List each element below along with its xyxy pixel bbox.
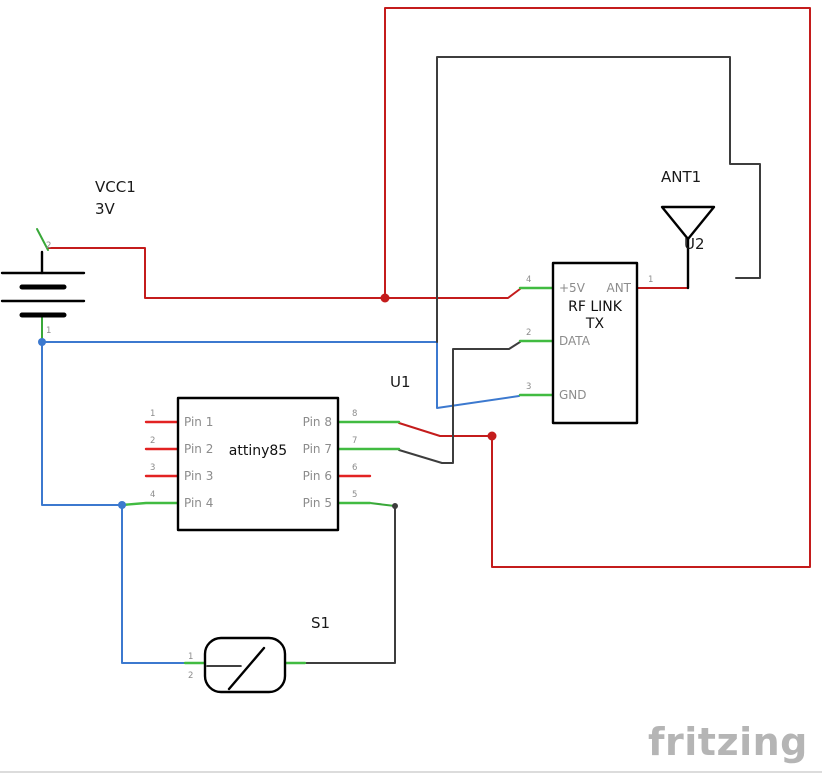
u1-designator: U1 <box>390 373 411 391</box>
u1-pin4-leg[interactable] <box>120 501 180 507</box>
s1-pin2-num: 2 <box>188 671 193 681</box>
wire-pin5-to-switch[interactable] <box>304 505 396 664</box>
antenna-designator: ANT1 <box>661 168 701 186</box>
u2-title-line2: TX <box>585 316 605 332</box>
u2-gnd-num: 3 <box>526 382 531 392</box>
antenna-triangle <box>660 205 716 241</box>
junction-dot-battery <box>38 338 46 346</box>
u1-pin3-num: 3 <box>150 463 155 473</box>
u1-pin7-label: Pin 7 <box>303 442 332 456</box>
u1-pin5-num: 5 <box>352 490 357 500</box>
battery-designator: VCC1 <box>95 178 136 196</box>
u2-5v-label: +5V <box>559 281 586 295</box>
junction-dot-pin4 <box>118 501 126 509</box>
battery-symbol[interactable] <box>0 250 86 318</box>
wire-vcc-loop-to-pin8[interactable] <box>384 7 811 568</box>
battery-voltage: 3V <box>95 200 116 218</box>
u2-data-label: DATA <box>559 334 591 348</box>
u1-pin2-num: 2 <box>150 436 155 446</box>
rflink-body[interactable] <box>551 261 639 425</box>
switch-body <box>203 636 287 694</box>
u1-pin1-num: 1 <box>150 409 155 419</box>
battery-pin-top-num: 2 <box>46 241 51 251</box>
u1-pin1-label: Pin 1 <box>184 415 213 429</box>
attiny85-body[interactable] <box>176 396 340 532</box>
wire-gnd-battery-to-rf[interactable] <box>41 341 520 409</box>
fritzing-watermark: fritzing <box>648 720 808 764</box>
u2-5v-num: 4 <box>526 275 531 285</box>
u1-pin8-num: 8 <box>352 409 357 419</box>
switch-designator: S1 <box>311 614 330 632</box>
u1-pin8-label: Pin 8 <box>303 415 332 429</box>
u1-pin4-label: Pin 4 <box>184 496 213 510</box>
antenna-symbol[interactable] <box>660 205 716 290</box>
u1-pin3-label: Pin 3 <box>184 469 213 483</box>
u1-pin4-num: 4 <box>150 490 155 500</box>
u2-data-num: 2 <box>526 328 531 338</box>
junction-dot-vcc <box>380 293 390 303</box>
wire-battery-top-leg[interactable] <box>36 228 49 251</box>
u2-gnd-label: GND <box>559 388 587 402</box>
u1-pin6-num: 6 <box>352 463 357 473</box>
u1-pin6-label: Pin 6 <box>303 469 332 483</box>
bend-dot-pin5 <box>392 503 398 509</box>
u2-ant-label: ANT <box>606 281 631 295</box>
switch-symbol[interactable] <box>203 636 287 694</box>
u1-pin2-label: Pin 2 <box>184 442 213 456</box>
u2-title-line1: RF LINK <box>568 299 623 315</box>
s1-pin1-num: 1 <box>188 652 193 662</box>
wire-pin7-to-data[interactable] <box>398 341 521 464</box>
u1-pin5-label: Pin 5 <box>303 496 332 510</box>
junction-dot-pin8 <box>487 431 497 441</box>
wire-pin5-leg-bend[interactable] <box>369 502 396 507</box>
wire-vcc-battery-to-rf[interactable] <box>47 247 521 299</box>
wire-black-antenna-loop[interactable] <box>436 56 761 343</box>
u1-pin7-num: 7 <box>352 436 357 446</box>
battery-pin-bottom-num: 1 <box>46 326 51 336</box>
u2-ant-num: 1 <box>648 275 653 285</box>
switch-lever-line <box>227 646 266 691</box>
u1-part-label: attiny85 <box>229 443 287 459</box>
u2-designator: U2 <box>684 235 705 253</box>
